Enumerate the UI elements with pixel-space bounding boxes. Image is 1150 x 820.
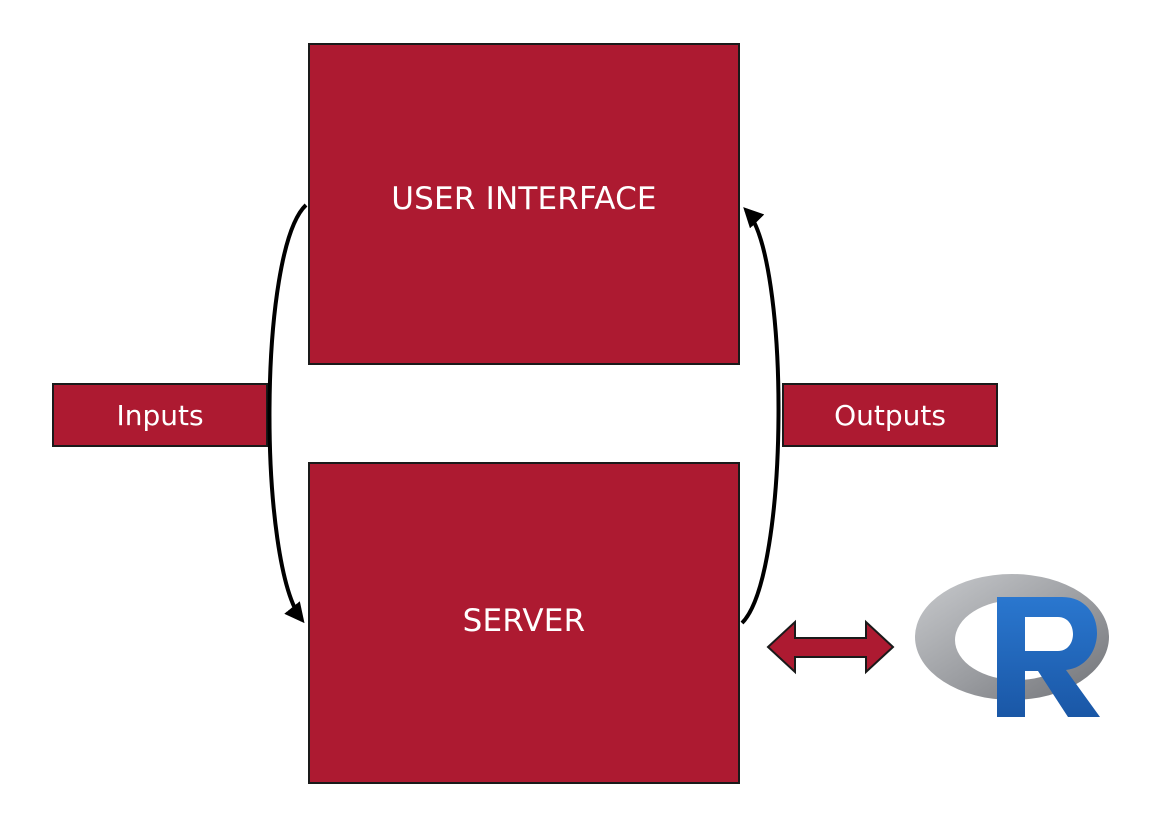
server-r-exchange-arrow — [766, 619, 895, 675]
inputs-box: Inputs — [52, 383, 268, 447]
server-box: SERVER — [308, 462, 740, 784]
outputs-label: Outputs — [834, 398, 946, 432]
outputs-flow-arrow — [740, 207, 781, 625]
outputs-box: Outputs — [782, 383, 998, 447]
inputs-label: Inputs — [116, 398, 204, 432]
inputs-flow-arrow — [267, 203, 308, 624]
server-label: SERVER — [462, 603, 586, 639]
user-interface-box: USER INTERFACE — [308, 43, 740, 365]
user-interface-label: USER INTERFACE — [391, 181, 657, 217]
r-logo-icon — [915, 574, 1109, 717]
